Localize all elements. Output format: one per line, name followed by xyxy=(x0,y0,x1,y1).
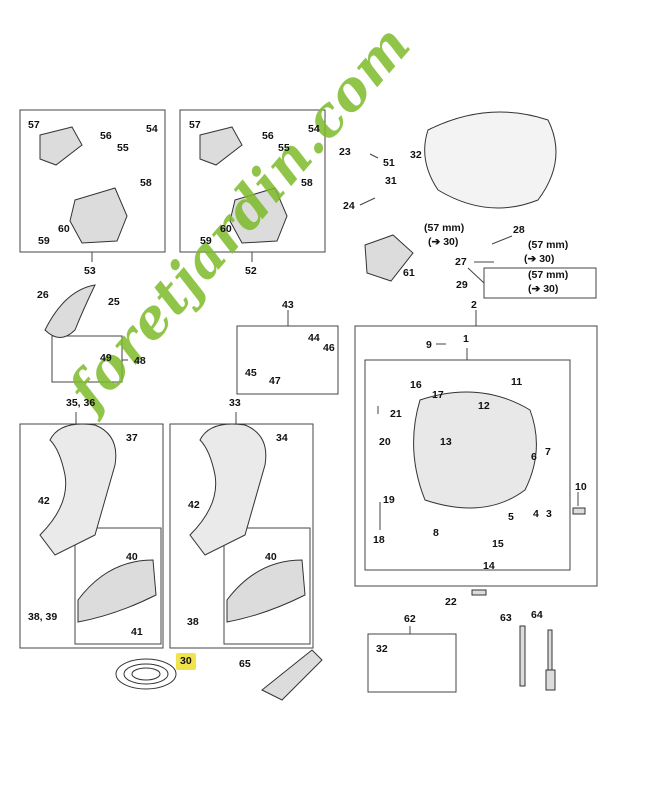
label-37: 37 xyxy=(126,432,138,444)
label-52: 52 xyxy=(245,265,257,277)
group-box-33 xyxy=(169,423,314,649)
label-54b: 54 xyxy=(308,123,320,135)
label-62: 62 xyxy=(404,613,416,625)
label-30-highlighted: 30 xyxy=(176,653,196,670)
label-22: 22 xyxy=(445,596,457,608)
label-65: 65 xyxy=(239,658,251,670)
label-59b: 59 xyxy=(200,235,212,247)
label-19: 19 xyxy=(383,494,395,506)
label-41: 41 xyxy=(131,626,143,638)
label-15: 15 xyxy=(492,538,504,550)
label-13: 13 xyxy=(440,436,452,448)
label-56a: 56 xyxy=(100,130,112,142)
label-57b: 57 xyxy=(189,119,201,131)
label-40b: 40 xyxy=(265,551,277,563)
label-38-39: 38, 39 xyxy=(28,611,58,623)
label-8: 8 xyxy=(433,527,439,539)
label-35-36: 35, 36 xyxy=(66,397,96,409)
label-4: 4 xyxy=(533,508,539,520)
label-64: 64 xyxy=(531,609,543,621)
label-63: 63 xyxy=(500,612,512,624)
group-box-48 xyxy=(51,335,123,383)
label-60a: 60 xyxy=(58,223,70,235)
label-2: 2 xyxy=(471,299,477,311)
label-14: 14 xyxy=(483,560,495,572)
label-33: 33 xyxy=(229,397,241,409)
ref-29-link: (➔ 30) xyxy=(528,283,559,295)
ref-27-link: (➔ 30) xyxy=(524,253,555,265)
label-46: 46 xyxy=(323,342,335,354)
label-55a: 55 xyxy=(117,142,129,154)
group-box-40a xyxy=(74,527,162,645)
label-51: 51 xyxy=(383,157,395,169)
ref-28-size: (57 mm) xyxy=(424,222,465,234)
label-5: 5 xyxy=(508,511,514,523)
label-21: 21 xyxy=(390,408,402,420)
label-58a: 58 xyxy=(140,177,152,189)
label-26: 26 xyxy=(37,289,49,301)
label-6: 6 xyxy=(531,451,537,463)
ref-29-size: (57 mm) xyxy=(528,269,569,281)
label-32a: 32 xyxy=(410,149,422,161)
label-9: 9 xyxy=(426,339,432,351)
label-40a: 40 xyxy=(126,551,138,563)
label-44: 44 xyxy=(308,332,320,344)
label-45: 45 xyxy=(245,367,257,379)
label-58b: 58 xyxy=(301,177,313,189)
label-7: 7 xyxy=(545,446,551,458)
group-box-62 xyxy=(367,633,457,693)
label-10: 10 xyxy=(575,481,587,493)
label-25: 25 xyxy=(108,296,120,308)
label-57a: 57 xyxy=(28,119,40,131)
label-34: 34 xyxy=(276,432,288,444)
label-47: 47 xyxy=(269,375,281,387)
ref-28-link: (➔ 30) xyxy=(428,236,459,248)
label-49: 49 xyxy=(100,352,112,364)
label-29: 29 xyxy=(456,279,468,291)
label-42a: 42 xyxy=(38,495,50,507)
label-27: 27 xyxy=(455,256,467,268)
label-11: 11 xyxy=(511,376,523,388)
label-38: 38 xyxy=(187,616,199,628)
group-box-43 xyxy=(236,325,339,395)
label-32b: 32 xyxy=(376,643,388,655)
label-3: 3 xyxy=(546,508,552,520)
group-box-40b xyxy=(223,527,311,645)
label-23: 23 xyxy=(339,146,351,158)
label-1: 1 xyxy=(463,333,469,345)
part-shapes xyxy=(39,111,586,701)
label-28: 28 xyxy=(513,224,525,236)
label-17: 17 xyxy=(432,389,444,401)
label-12: 12 xyxy=(478,400,490,412)
label-55b: 55 xyxy=(278,142,290,154)
label-43: 43 xyxy=(282,299,294,311)
label-60b: 60 xyxy=(220,223,232,235)
label-54a: 54 xyxy=(146,123,158,135)
label-48: 48 xyxy=(134,355,146,367)
label-18: 18 xyxy=(373,534,385,546)
label-24: 24 xyxy=(343,200,355,212)
label-56b: 56 xyxy=(262,130,274,142)
label-61: 61 xyxy=(403,267,415,279)
label-20: 20 xyxy=(379,436,391,448)
label-16: 16 xyxy=(410,379,422,391)
label-53: 53 xyxy=(84,265,96,277)
label-31: 31 xyxy=(385,175,397,187)
group-box-3536 xyxy=(19,423,164,649)
ref-27-size: (57 mm) xyxy=(528,239,569,251)
label-59a: 59 xyxy=(38,235,50,247)
label-42b: 42 xyxy=(188,499,200,511)
